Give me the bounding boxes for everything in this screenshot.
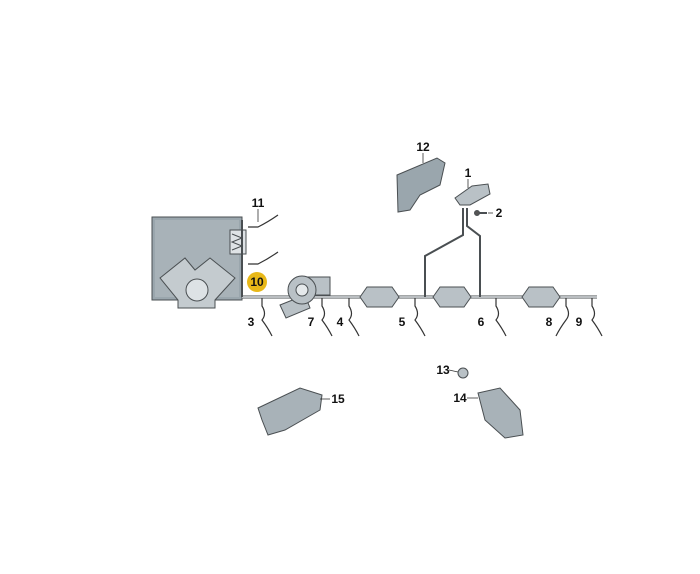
callout-1[interactable]: 1 <box>464 166 472 180</box>
callout-2[interactable]: 2 <box>495 206 503 220</box>
callout-11[interactable]: 11 <box>251 196 265 210</box>
callout-6[interactable]: 6 <box>477 315 485 329</box>
bracket-15 <box>257 387 323 436</box>
callout-14[interactable]: 14 <box>453 391 467 405</box>
callout-8[interactable]: 8 <box>545 315 553 329</box>
callout-7[interactable]: 7 <box>307 315 315 329</box>
callout-4[interactable]: 4 <box>336 315 344 329</box>
callout-10-highlighted[interactable]: 10 <box>247 272 267 292</box>
catalytic-converter-1 <box>359 286 400 308</box>
bracket-14 <box>477 387 524 439</box>
callout-3[interactable]: 3 <box>247 315 255 329</box>
callout-12[interactable]: 12 <box>416 140 430 154</box>
turbocharger <box>279 275 331 319</box>
callout-9[interactable]: 9 <box>575 315 583 329</box>
callout-13[interactable]: 13 <box>436 363 450 377</box>
callout-5[interactable]: 5 <box>398 315 406 329</box>
nut-13 <box>457 367 469 379</box>
catalytic-converter-3 <box>521 286 561 308</box>
pressure-sensor <box>454 183 491 206</box>
callout-15[interactable]: 15 <box>331 392 345 406</box>
heat-shield <box>396 157 446 213</box>
catalytic-converter-2 <box>432 286 472 308</box>
